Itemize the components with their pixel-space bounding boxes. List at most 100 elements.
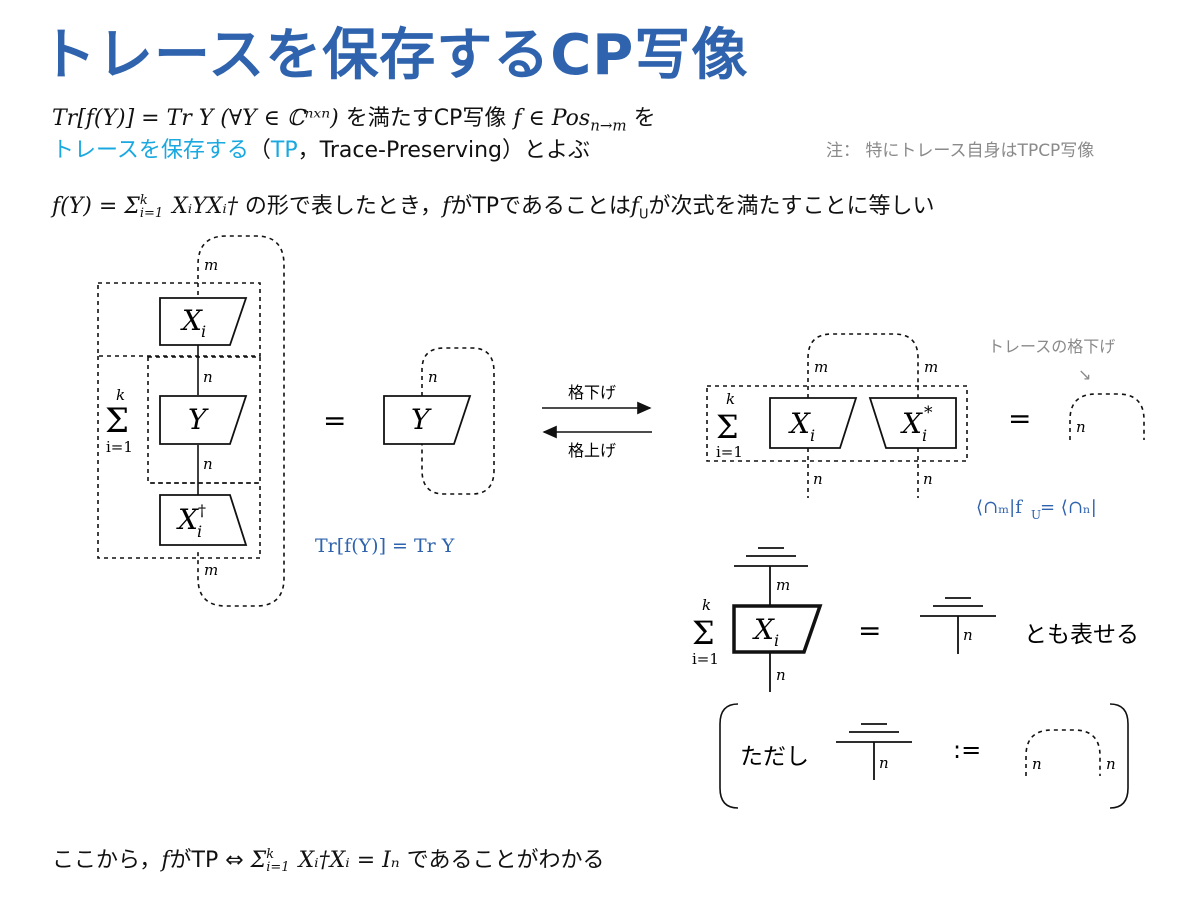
trace-lowering-arrow: ↘ (1078, 365, 1091, 384)
sum-lower-limit: i=1 (106, 438, 133, 456)
ground-m-label: m (776, 576, 790, 594)
sum-upper-limit: k (116, 386, 125, 404)
trace-y-diagram: Y n (383, 347, 495, 495)
cap-wire-m (807, 333, 919, 398)
paren-close: ）とよぶ (502, 138, 591, 163)
condition-text-a: の形で表したとき， (237, 194, 443, 219)
pos-formula: f ∈ Pos (513, 106, 591, 131)
y-box-traced (383, 395, 472, 445)
cap-equation-sub: U (1031, 508, 1041, 522)
conclusion-sum-sup: k (266, 847, 275, 862)
trace-lowering-label: トレースの格下げ (988, 337, 1115, 356)
wire-n-label-2: n (203, 455, 213, 473)
xi-box-lowered (769, 397, 858, 449)
xi-star-sub: i (922, 426, 927, 445)
xi-box (159, 297, 248, 346)
trace-loop (421, 347, 495, 495)
right-paren (1109, 703, 1129, 809)
trace-preserving-term: Trace-Preserving (319, 138, 503, 163)
cap-n-label: n (1076, 418, 1086, 436)
also-expressible-text: とも表せる (1024, 622, 1139, 648)
left-paren (719, 703, 739, 809)
page-title: トレースを保存するCP写像 (40, 23, 749, 88)
ground3-n-label: n (879, 754, 889, 772)
sum2-upper: k (726, 390, 735, 408)
trace-loop-wire (197, 235, 285, 607)
sum3-upper: k (702, 596, 711, 614)
xi-dashed-frame (97, 282, 261, 357)
fU-subscript: U (639, 207, 649, 223)
wire-n-left-label: n (813, 470, 823, 488)
sum2-lower: i=1 (716, 443, 743, 461)
cap-m-label-left: m (814, 358, 828, 376)
definition-line-2: トレースを保存する（TP，Trace-Preserving）とよぶ (52, 132, 590, 164)
tadashi-text: ただし (740, 744, 809, 770)
pos-subscript: n→m (590, 116, 627, 135)
xi-star-box (868, 397, 957, 449)
definition-bracket: ただし n := n n (719, 703, 1129, 809)
cap-equation-rest: = ⟨∩ₙ| (1040, 497, 1097, 518)
ground2-n-label: n (963, 626, 973, 644)
sum-superscript: k (139, 193, 148, 208)
sum-symbol: Σ (105, 401, 129, 441)
trace-condition-formula: Tr[f(Y)] = Tr Y (∀Y ∈ ℂⁿˣⁿ) (52, 106, 339, 131)
trace-wire-n-label: n (428, 368, 438, 386)
lower-label: 格下げ (568, 383, 616, 402)
lower-raise-arrows: 格下げ 格上げ (542, 383, 652, 460)
xi-dagger-label-sub: i (197, 522, 202, 541)
xi-label-sub: i (201, 322, 206, 341)
xi-bold-label: X (752, 613, 775, 646)
conclusion-sum-sub: i=1 (266, 860, 290, 875)
y-traced-label: Y (411, 403, 432, 436)
definition-line-1: Tr[f(Y)] = Tr Y (∀Y ∈ ℂⁿˣⁿ) を満たすCP写像 f ∈… (52, 100, 656, 134)
trace-equation: Tr[f(Y)] = Tr Y (315, 535, 455, 557)
conclusion-text-b: がTP ⇔ (169, 848, 251, 873)
equals-2: = (1008, 402, 1031, 435)
condition-text-b: がTPであることは (450, 194, 631, 219)
cap-def-n-right: n (1106, 755, 1116, 773)
conclusion-formula: Xᵢ†Xᵢ = Iₙ (291, 848, 400, 873)
y-label: Y (188, 403, 209, 436)
xi-dagger-label: X (176, 503, 199, 536)
cap-def-n-left: n (1032, 755, 1042, 773)
outer-dashed-frame (97, 356, 261, 559)
fU-symbol: f (630, 194, 639, 219)
sum3-symbol: Σ (692, 614, 715, 652)
lowered-dashed-frame (706, 385, 968, 462)
xi-star-label: X (900, 407, 923, 440)
star-symbol: * (924, 403, 933, 423)
wire-n-right-label: n (923, 470, 933, 488)
equals-3: = (858, 614, 881, 647)
conclusion-f: f (161, 848, 170, 873)
wire-m-bottom-label: m (204, 561, 218, 579)
side-note: 注： 特にトレース自身はTPCP写像 (826, 141, 1095, 161)
ground-n-label: n (776, 666, 786, 684)
conclusion-text-c: であることがわかる (399, 848, 605, 873)
f-symbol: f (442, 194, 451, 219)
xi-dagger-box (159, 494, 248, 546)
cap-n-diagram: n (1069, 393, 1145, 440)
tp-highlight-term: トレースを保存する (52, 138, 249, 163)
sum-subscript: i=1 (139, 206, 164, 221)
cap-equation: ⟨∩ₘ|f (976, 497, 1023, 518)
definition-text-a: を満たすCP写像 (338, 106, 514, 131)
condition-text-c: が次式を満たすことに等しい (648, 194, 935, 219)
tp-abbrev: TP (270, 138, 298, 163)
coloneq-symbol: := (953, 736, 981, 764)
xi-bold-sub: i (774, 631, 779, 650)
raise-label: 格上げ (568, 441, 616, 460)
xi-lowered-label: X (788, 407, 811, 440)
comma: ， (297, 138, 320, 163)
xi-label: X (180, 304, 203, 337)
sum2-symbol: Σ (716, 408, 739, 446)
cap-m-label-right: m (924, 358, 938, 376)
wire-n-label-1: n (203, 368, 213, 386)
xi-bold-box (732, 604, 823, 654)
wire-m-top-label: m (204, 256, 218, 274)
y-box (159, 395, 248, 445)
y-dashed-frame (147, 356, 261, 484)
